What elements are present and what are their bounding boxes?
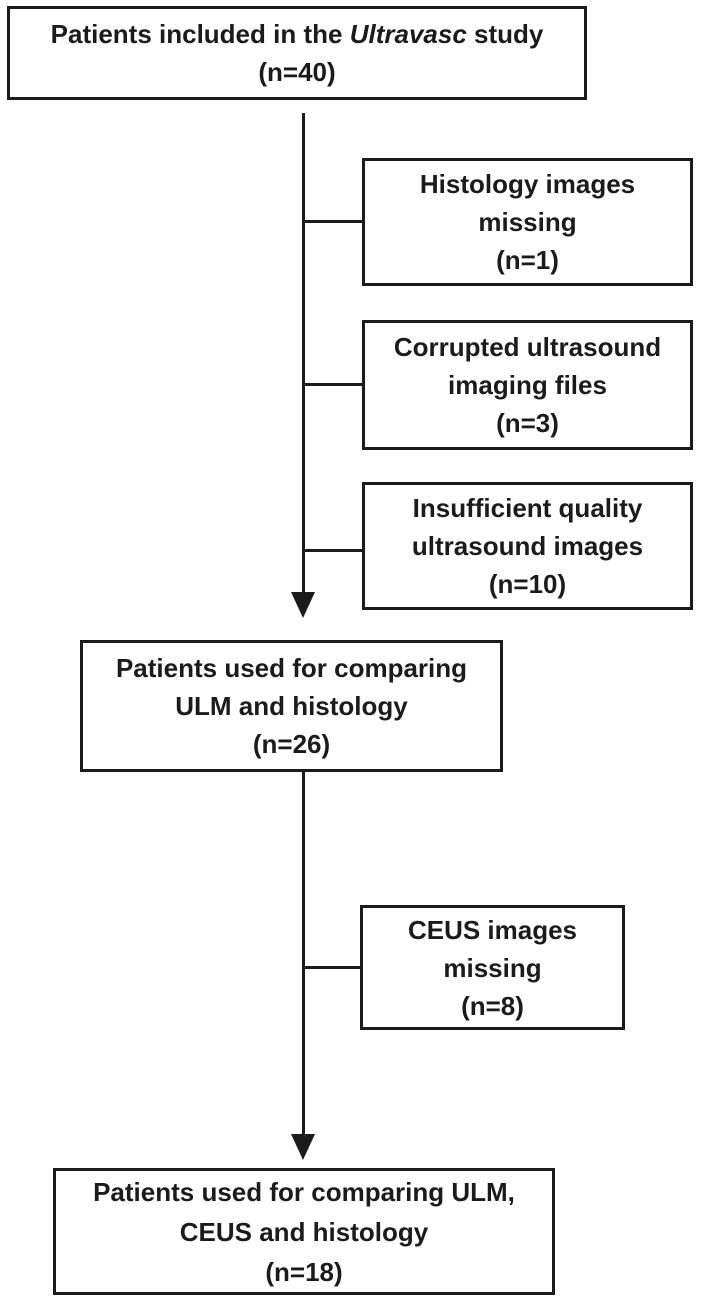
histology-missing-line1: Histology images (419, 169, 636, 199)
included-title-suffix: study (474, 19, 544, 49)
arrow-ulm-to-final-line (302, 772, 305, 1134)
insufficient-quality-line2: ultrasound images (411, 531, 644, 561)
ulm-histology-line1: Patients used for comparing (115, 653, 468, 683)
box-patients-included: Patients included in the Ultravasc study… (7, 6, 587, 100)
corrupted-files-count: (n=3) (496, 408, 559, 438)
arrow-top-to-ulm-line (302, 113, 305, 593)
ceus-missing-count: (n=8) (461, 990, 524, 1021)
box-ceus-missing: CEUS images missing (n=8) (360, 905, 625, 1030)
study-name-italic: Ultravasc (349, 19, 467, 49)
box-patients-included-count: (n=40) (258, 57, 336, 87)
connector-histology-missing (303, 220, 362, 223)
box-corrupted-files: Corrupted ultrasound imaging files (n=3) (362, 320, 693, 450)
arrow-ulm-to-final-head (291, 1134, 315, 1160)
box-ulm-histology: Patients used for comparing ULM and hist… (80, 640, 503, 772)
corrupted-files-line2: imaging files (448, 370, 607, 400)
ulm-ceus-histology-count: (n=18) (265, 1256, 343, 1287)
ulm-ceus-histology-line1: Patients used for comparing ULM, (93, 1176, 515, 1207)
connector-insufficient-quality (303, 549, 362, 552)
ulm-histology-count: (n=26) (252, 729, 331, 759)
ceus-missing-line2: missing (443, 952, 542, 983)
ceus-missing-line1: CEUS images (407, 914, 578, 945)
insufficient-quality-count: (n=10) (488, 569, 567, 599)
ulm-histology-line2: ULM and histology (175, 691, 408, 721)
arrow-top-to-ulm-head (291, 592, 315, 618)
box-ulm-ceus-histology: Patients used for comparing ULM, CEUS an… (53, 1168, 555, 1295)
corrupted-files-line1: Corrupted ultrasound (393, 332, 662, 362)
included-title-prefix: Patients included in the (50, 19, 343, 49)
ulm-ceus-histology-line2: CEUS and histology (179, 1216, 429, 1247)
connector-corrupted-files (303, 383, 362, 386)
histology-missing-count: (n=1) (496, 245, 559, 275)
box-histology-missing: Histology images missing (n=1) (362, 158, 693, 286)
histology-missing-line2: missing (478, 207, 577, 237)
connector-ceus-missing (303, 966, 360, 969)
box-patients-included-title: Patients included in the Ultravasc study (51, 15, 544, 53)
insufficient-quality-line1: Insufficient quality (412, 493, 643, 523)
box-insufficient-quality: Insufficient quality ultrasound images (… (362, 482, 693, 610)
